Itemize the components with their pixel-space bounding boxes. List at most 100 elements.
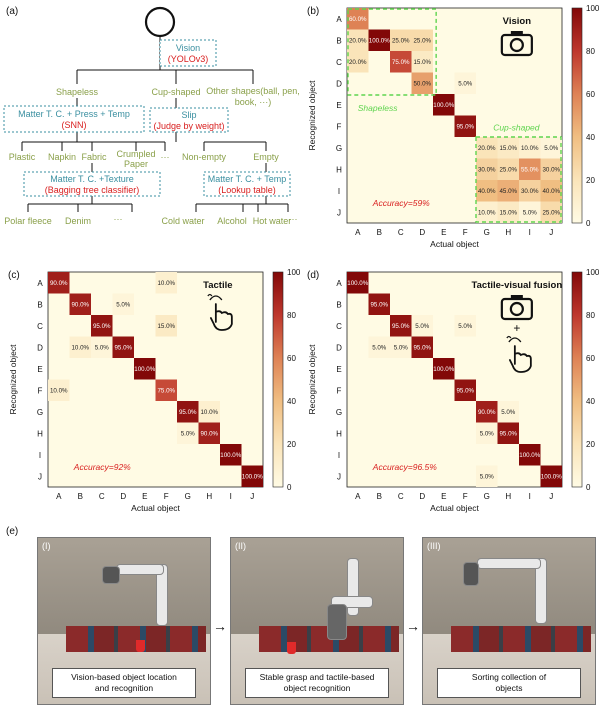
x-tick-label: F bbox=[463, 228, 468, 237]
accuracy-label: Accuracy=96.5% bbox=[372, 462, 437, 472]
colorbar bbox=[272, 271, 284, 488]
x-tick-label: E bbox=[441, 492, 446, 501]
x-tick-label: F bbox=[463, 492, 468, 501]
x-tick-label: A bbox=[355, 228, 361, 237]
cell-label: 10.0% bbox=[478, 210, 496, 217]
y-tick-label: I bbox=[39, 451, 41, 460]
x-tick-label: J bbox=[250, 492, 254, 501]
y-tick-label: B bbox=[336, 36, 341, 45]
heatmap-cell bbox=[368, 29, 390, 51]
y-axis-label: Recognized object bbox=[8, 344, 18, 415]
cell-label: 5.0% bbox=[458, 81, 473, 88]
y-tick-label: F bbox=[38, 386, 43, 395]
heatmap-cell bbox=[519, 137, 541, 159]
cell-label: 10.0% bbox=[521, 145, 539, 152]
colorbar-tick-label: 60 bbox=[586, 354, 595, 363]
photo-tag-1: (I) bbox=[42, 541, 51, 551]
y-tick-label: A bbox=[336, 15, 342, 24]
heatmap-cell bbox=[91, 336, 113, 358]
heatmap-cell bbox=[497, 401, 519, 423]
heatmap-cell bbox=[411, 336, 433, 358]
x-axis-label: Actual object bbox=[430, 503, 479, 513]
heatmap-cell bbox=[112, 293, 134, 315]
heatmap-cell bbox=[134, 358, 156, 380]
colorbar-tick-label: 100 bbox=[287, 268, 300, 277]
leaf-hot-water: Hot water bbox=[253, 216, 292, 226]
y-tick-label: E bbox=[336, 365, 341, 374]
touch-hand-icon bbox=[506, 335, 532, 373]
arrow-right-icon: → bbox=[213, 618, 227, 634]
heatmap-cell bbox=[454, 72, 476, 94]
fusion-confusion-matrix: (d)100.0%95.0%95.0%5.0%5.0%5.0%5.0%95.0%… bbox=[307, 268, 599, 513]
shapeless-annotation: Shapeless bbox=[358, 103, 398, 113]
heatmap-cell bbox=[368, 336, 390, 358]
slip-box bbox=[149, 107, 229, 133]
panel-label-a: (a) bbox=[6, 6, 18, 17]
cell-label: 10.0% bbox=[157, 280, 175, 287]
temp-box-title: Matter T. C. + Temp bbox=[208, 174, 286, 184]
cell-label: 20.0% bbox=[478, 145, 496, 152]
heatmap-cell bbox=[476, 137, 498, 159]
y-tick-label: J bbox=[38, 472, 42, 481]
vision-model: (YOLOv3) bbox=[168, 54, 209, 64]
heatmap-cell bbox=[112, 336, 134, 358]
cell-label: 95.0% bbox=[114, 345, 132, 352]
heatmap-cell bbox=[91, 315, 113, 337]
y-tick-label: E bbox=[37, 365, 42, 374]
x-tick-label: H bbox=[505, 228, 511, 237]
y-tick-label: D bbox=[37, 343, 43, 352]
accuracy-label: Accuracy=92% bbox=[73, 462, 131, 472]
cell-label: 95.0% bbox=[179, 409, 197, 416]
cell-label: 5.0% bbox=[181, 431, 196, 438]
cell-label: 100.0% bbox=[134, 366, 155, 373]
y-tick-label: E bbox=[336, 101, 341, 110]
heatmap-cell bbox=[411, 72, 433, 94]
cell-label: 95.0% bbox=[499, 431, 517, 438]
cell-label: 75.0% bbox=[157, 388, 175, 395]
cell-label: 100.0% bbox=[369, 38, 390, 45]
x-tick-label: D bbox=[419, 228, 425, 237]
cell-label: 90.0% bbox=[50, 280, 68, 287]
heatmap-cell bbox=[476, 201, 498, 223]
y-tick-label: H bbox=[336, 429, 342, 438]
snn-box bbox=[3, 105, 145, 133]
cell-label: 95.0% bbox=[93, 323, 111, 330]
cell-label: 30.0% bbox=[542, 167, 560, 174]
colorbar-tick-label: 20 bbox=[586, 176, 595, 185]
x-tick-label: F bbox=[164, 492, 169, 501]
cell-label: 5.0% bbox=[415, 323, 430, 330]
touch-hand-icon bbox=[207, 293, 233, 331]
heatmap-cell bbox=[454, 379, 476, 401]
panel-label-d: (d) bbox=[307, 270, 319, 281]
heatmap-cell bbox=[540, 137, 562, 159]
cell-label: 60.0% bbox=[349, 16, 367, 23]
cup-shaped-annotation: Cup-shaped bbox=[493, 123, 540, 133]
heatmap-cell bbox=[390, 315, 412, 337]
cell-label: 40.0% bbox=[478, 188, 496, 195]
vision-confusion-matrix: (b)60.0%20.0%100.0%25.0%25.0%20.0%75.0%1… bbox=[307, 4, 599, 249]
heatmap-cell bbox=[497, 137, 519, 159]
cell-label: 95.0% bbox=[392, 323, 410, 330]
y-tick-label: G bbox=[336, 144, 342, 153]
x-tick-label: A bbox=[56, 492, 62, 501]
cell-label: 100.0% bbox=[433, 366, 454, 373]
cell-label: 15.0% bbox=[413, 59, 431, 66]
photo-tag-2: (II) bbox=[235, 541, 246, 551]
texture-box-method: (Bagging tree classifier) bbox=[45, 185, 140, 195]
temp-box bbox=[203, 171, 291, 197]
y-tick-label: B bbox=[336, 300, 341, 309]
leaf-ellipsis-3: ··· bbox=[289, 214, 298, 224]
node-napkin: Napkin bbox=[48, 152, 76, 162]
cell-label: 5.0% bbox=[458, 323, 473, 330]
leaf-cold-water: Cold water bbox=[161, 216, 204, 226]
cell-label: 5.0% bbox=[480, 474, 495, 481]
cell-label: 100.0% bbox=[242, 474, 263, 481]
x-tick-label: B bbox=[377, 492, 382, 501]
heatmap-cell bbox=[390, 29, 412, 51]
node-shapeless: Shapeless bbox=[56, 87, 99, 97]
cell-label: 30.0% bbox=[478, 167, 496, 174]
heatmap-cell bbox=[476, 401, 498, 423]
